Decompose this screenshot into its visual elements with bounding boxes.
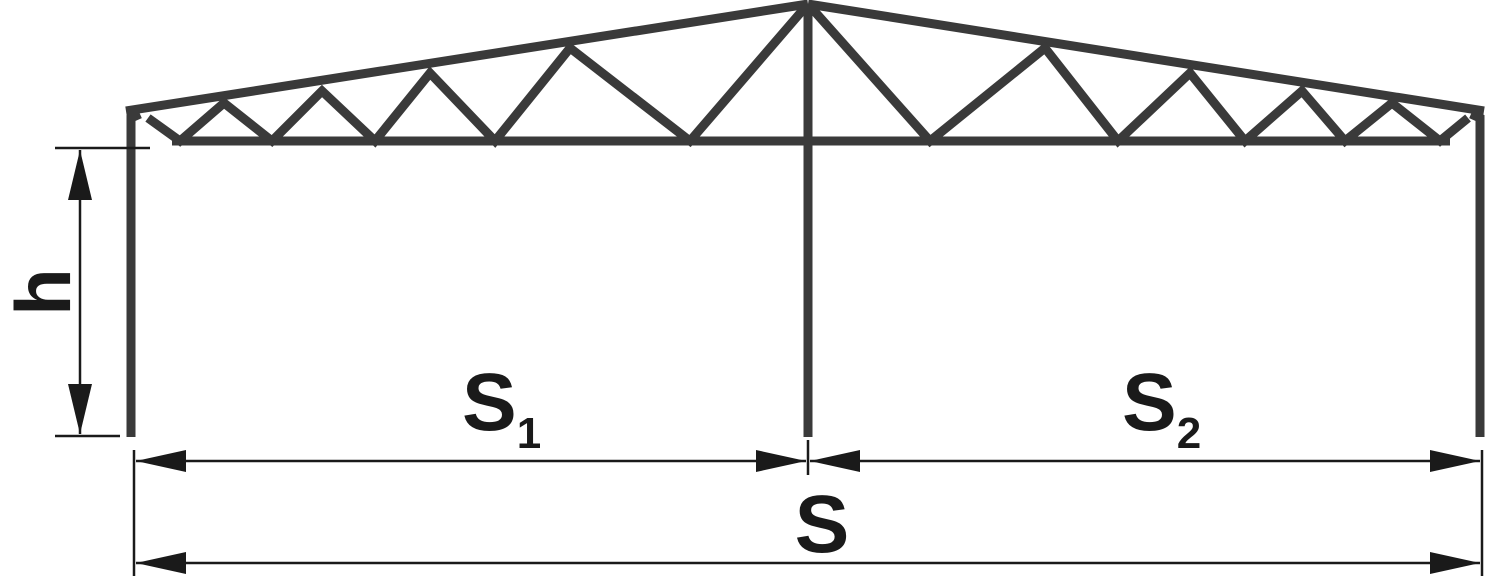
s2-arrow-left bbox=[810, 450, 860, 472]
left-truss bbox=[125, 0, 812, 148]
span-total-dimension: S bbox=[136, 479, 1480, 574]
columns bbox=[126, 6, 1485, 437]
left-column bbox=[126, 109, 142, 437]
right-truss bbox=[804, 0, 1485, 148]
right-web-members bbox=[804, 1, 1471, 148]
span-extension-lines bbox=[132, 440, 1484, 576]
height-arrow-bottom bbox=[68, 384, 92, 434]
span-s1-dimension: S1 bbox=[136, 357, 806, 472]
span-s2-dimension: S2 bbox=[810, 357, 1480, 472]
right-column bbox=[1469, 109, 1485, 437]
s1-arrow-right bbox=[756, 450, 806, 472]
s2-arrow-right bbox=[1430, 450, 1480, 472]
height-dimension: h bbox=[0, 146, 150, 438]
s1-arrow-left bbox=[136, 450, 186, 472]
span-s1-subscript: 1 bbox=[517, 409, 541, 458]
span-s2-subscript: 2 bbox=[1177, 409, 1201, 458]
span-total-label: S bbox=[795, 479, 850, 570]
span-s2-label: S2 bbox=[1122, 357, 1201, 458]
height-arrow-top bbox=[68, 150, 92, 200]
right-top-chord bbox=[807, 0, 1485, 116]
span-s1-label: S1 bbox=[462, 357, 541, 458]
total-arrow-left bbox=[136, 552, 186, 574]
height-label: h bbox=[0, 268, 87, 316]
left-top-chord bbox=[125, 0, 809, 116]
span-s1-letter: S bbox=[462, 357, 517, 448]
left-web-members bbox=[145, 1, 812, 148]
span-s2-letter: S bbox=[1122, 357, 1177, 448]
total-arrow-right bbox=[1430, 552, 1480, 574]
